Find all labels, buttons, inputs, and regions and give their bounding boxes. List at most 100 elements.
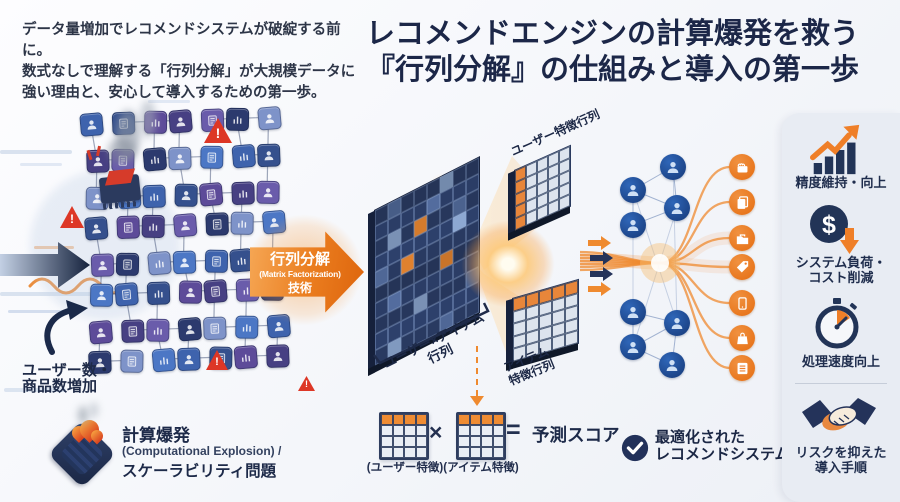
curved-input-arrow bbox=[44, 300, 88, 355]
matrix-cell bbox=[492, 436, 504, 447]
network-node-icon bbox=[88, 319, 114, 345]
matrix-cell bbox=[565, 330, 578, 347]
matrix-cell bbox=[392, 414, 404, 425]
benefits-panel: 精度維持・向上 $ システム負荷・ コスト削減 処理速度向上 bbox=[782, 113, 900, 502]
matrix-cell bbox=[392, 425, 404, 436]
matrix-cell bbox=[492, 425, 504, 436]
recommendation-flow bbox=[580, 165, 731, 370]
explosion-title: 計算爆発 bbox=[122, 426, 190, 445]
network-node-icon bbox=[116, 215, 141, 240]
network-node-icon bbox=[142, 184, 167, 209]
briefcase-icon bbox=[729, 225, 755, 251]
user-feature-caption: (ユーザー特徴) bbox=[366, 462, 444, 474]
network-node-icon bbox=[79, 112, 105, 137]
cost-down-icon: $ bbox=[810, 205, 859, 254]
network-node-icon bbox=[177, 316, 203, 342]
handshake-icon bbox=[802, 398, 876, 431]
user-node-icon bbox=[660, 154, 686, 180]
explosion-subtitle2: スケーラビリティ問題 bbox=[122, 463, 277, 480]
matrix-cell bbox=[415, 414, 427, 425]
network-node-icon bbox=[88, 350, 112, 375]
user-node-icon bbox=[659, 352, 685, 378]
equals-operator: = bbox=[506, 416, 521, 444]
network-node-icon bbox=[114, 281, 140, 307]
item-feature-caption: (アイテム特徴) bbox=[443, 462, 519, 474]
matrix-cell bbox=[492, 414, 504, 425]
tag-icon bbox=[729, 254, 755, 280]
network-node-icon bbox=[200, 108, 225, 133]
tagline-line: 数式なしで理解する「行列分解」が大規模データに bbox=[22, 64, 356, 80]
network-node-icon bbox=[86, 149, 110, 174]
matrix-cell bbox=[481, 447, 493, 458]
matrix-cell bbox=[458, 425, 470, 436]
network-node-icon bbox=[225, 107, 250, 132]
tagline: データ量増加でレコメンドシステムが破綻する前に。 数式なしで理解する「行列分解」… bbox=[22, 20, 356, 104]
network-node-icon bbox=[85, 186, 109, 211]
network-node-icon bbox=[174, 183, 198, 207]
user-node-icon bbox=[620, 177, 646, 203]
network-node-icon bbox=[256, 143, 281, 168]
network-node-icon bbox=[198, 181, 224, 207]
network-node-icon bbox=[204, 249, 229, 273]
stream-line bbox=[0, 292, 92, 296]
dashed-connector-arrowhead bbox=[470, 396, 484, 406]
file-icon bbox=[729, 189, 755, 215]
network-node-icon bbox=[172, 250, 197, 275]
network-node-icon bbox=[256, 180, 280, 205]
stream-line bbox=[0, 150, 72, 154]
svg-text:$: $ bbox=[822, 211, 836, 239]
network-node-icon bbox=[233, 344, 259, 370]
matrix-cell bbox=[404, 425, 416, 436]
benefit-label: 処理速度向上 bbox=[801, 354, 880, 369]
matrix-cell bbox=[481, 425, 493, 436]
stream-line bbox=[34, 246, 74, 249]
matrix-cell bbox=[381, 425, 393, 436]
network-node-icon bbox=[89, 283, 114, 307]
chart-up-icon bbox=[810, 124, 860, 175]
tablet-icon bbox=[729, 290, 755, 316]
tagline-line: データ量増加でレコメンドシステムが破綻する前に。 bbox=[22, 22, 341, 59]
matrix-cell bbox=[415, 447, 427, 458]
network-node-icon bbox=[235, 315, 259, 339]
network-node-icon bbox=[231, 143, 257, 169]
matrix-cell bbox=[404, 447, 416, 458]
network-node-icon bbox=[200, 145, 224, 170]
burning-chip-icon bbox=[44, 402, 124, 488]
stream-line bbox=[4, 388, 66, 392]
user-node-icon bbox=[620, 299, 646, 325]
matrix-cell bbox=[481, 436, 493, 447]
network-node-icon bbox=[172, 212, 198, 238]
network-node-icon bbox=[168, 108, 194, 134]
matrix-cell bbox=[458, 414, 470, 425]
smoke bbox=[108, 138, 136, 164]
network-node-icon bbox=[178, 280, 203, 304]
matrix-cell bbox=[392, 436, 404, 447]
network-node-icon bbox=[147, 250, 172, 276]
matrix-cell bbox=[381, 436, 393, 447]
matrix-cell bbox=[415, 436, 427, 447]
network-node-icon bbox=[257, 105, 282, 131]
network-node-icon bbox=[142, 146, 168, 172]
matrix-cell bbox=[481, 414, 493, 425]
matrix-cell bbox=[469, 414, 481, 425]
input-arrow bbox=[0, 242, 90, 288]
matrix-cell bbox=[415, 425, 427, 436]
optimized-system-label: 最適化された レコメンドシステム bbox=[655, 429, 790, 463]
network-node-icon bbox=[231, 181, 256, 206]
benefit-label: 精度維持・向上 bbox=[795, 175, 887, 190]
matrix-bracket bbox=[373, 302, 490, 365]
predicted-score-label: 予測スコア bbox=[532, 425, 620, 445]
benefit-label: リスクを抑えた 導入手順 bbox=[795, 445, 887, 475]
user-feature-mini-matrix bbox=[379, 412, 429, 460]
shopping-bag-icon bbox=[729, 325, 755, 351]
stopwatch-icon bbox=[815, 298, 859, 349]
matrix-cell bbox=[492, 447, 504, 458]
network-node-icon bbox=[202, 316, 227, 341]
stream-line bbox=[20, 163, 62, 166]
overloaded-network bbox=[79, 105, 333, 416]
matrix-factorization-arrow-text: 行列分解 (Matrix Factorization) 技術 bbox=[259, 251, 341, 295]
growth-label: ユーザー数・ 商品数増加 bbox=[22, 362, 112, 395]
matrix-cell bbox=[469, 425, 481, 436]
network-node-icon bbox=[265, 344, 290, 369]
